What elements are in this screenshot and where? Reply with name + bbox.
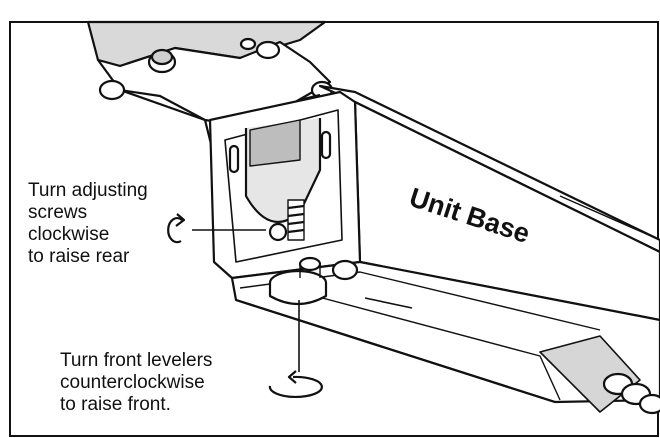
- rear-instruction-line: to raise rear: [28, 246, 130, 267]
- unit-base-body: [208, 84, 660, 415]
- rear-instruction-line: clockwise: [28, 224, 110, 245]
- hinge-bracket: [86, 20, 334, 162]
- front-instruction-line: Turn front levelers: [60, 350, 213, 371]
- clockwise-arrow-icon: [167, 213, 186, 244]
- frame-border: [9, 21, 659, 437]
- front-instruction: Turn front levelers counterclockwise to …: [60, 350, 212, 416]
- rear-instruction: Turn adjusting screws clockwise to raise…: [28, 180, 148, 268]
- front-instruction-line: counterclockwise: [60, 372, 205, 393]
- counterclockwise-arrow-icon: [268, 370, 323, 399]
- rear-instruction-line: screws: [28, 202, 88, 223]
- rear-instruction-line: Turn adjusting: [28, 180, 148, 201]
- rail-line: [364, 297, 413, 309]
- front-instruction-line: to raise front.: [60, 394, 171, 415]
